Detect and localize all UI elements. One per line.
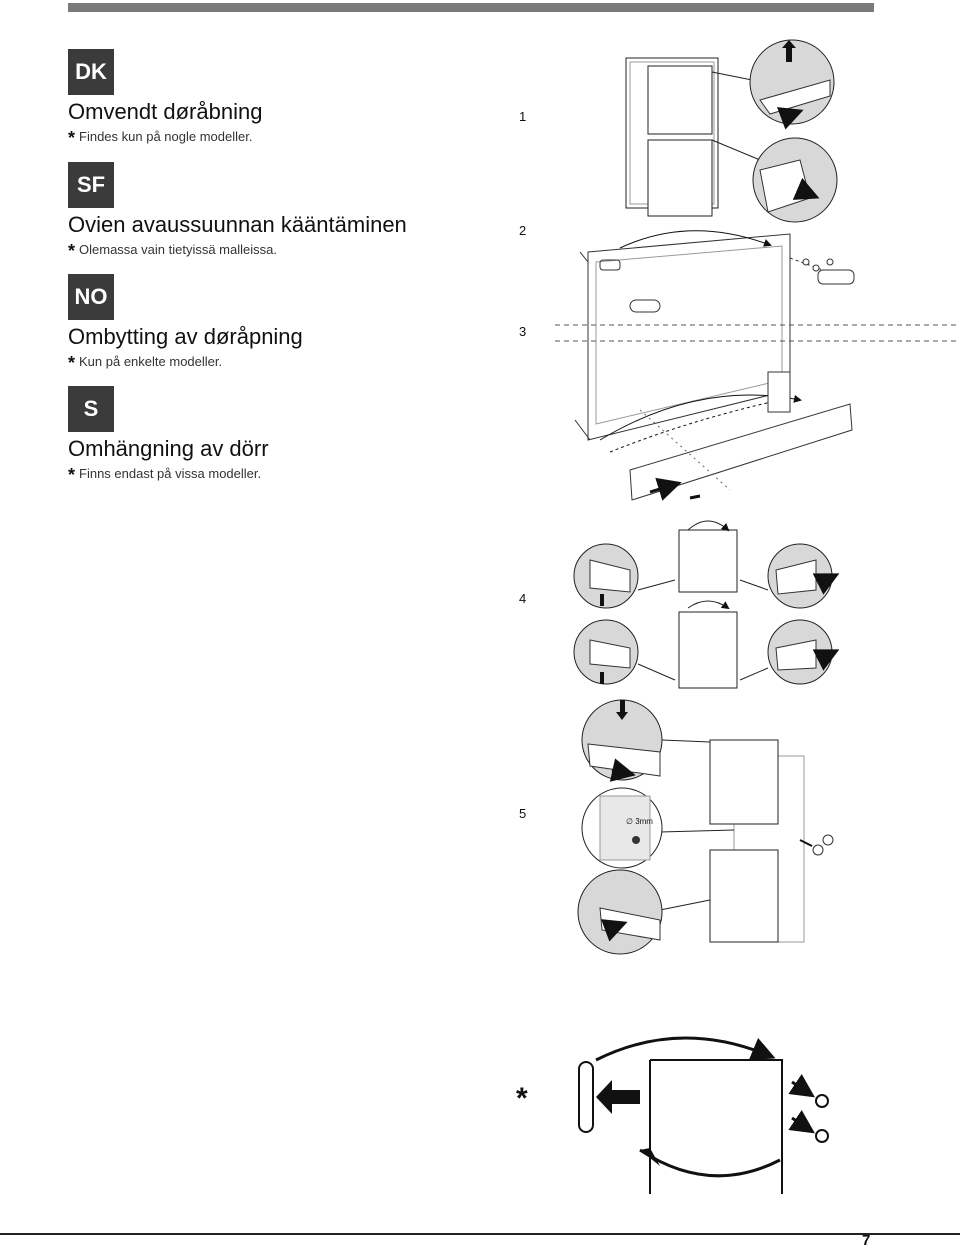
step1-detail-bottom — [752, 137, 838, 223]
door-handle-icon — [578, 1061, 594, 1133]
section-dk: DK Omvendt døråbning *Findes kun på nogl… — [68, 49, 262, 149]
section-heading: Omhängning av dörr — [68, 436, 269, 461]
asterisk-icon: * — [68, 465, 76, 485]
step5-detail-bottom — [577, 869, 663, 955]
asterisk-icon: * — [68, 353, 76, 373]
section-note: *Kun på enkelte modeller. — [68, 353, 303, 374]
step3-kickplate — [599, 371, 853, 501]
step-number-5: 5 — [519, 806, 527, 821]
language-badge: DK — [68, 49, 114, 95]
step4-detail-top-left — [573, 543, 676, 609]
asterisk-icon: * — [68, 128, 76, 148]
step5-screw-parts — [799, 834, 834, 856]
section-heading: Ovien avaussuunnan kääntäminen — [68, 212, 407, 237]
step5-detail-middle: ∅ 3mm — [581, 787, 663, 869]
section-no: NO Ombytting av døråpning *Kun på enkelt… — [68, 274, 303, 374]
section-note: *Olemassa vain tietyissä malleissa. — [68, 241, 407, 262]
note-text: Kun på enkelte modeller. — [79, 354, 223, 369]
step5-fridge — [659, 739, 805, 943]
note-text: Finns endast på vissa modeller. — [79, 466, 262, 481]
top-rule — [68, 3, 874, 12]
note-text: Findes kun på nogle modeller. — [79, 129, 253, 144]
optional-step-marker: * — [516, 1082, 528, 1115]
footer-rule — [0, 1233, 960, 1235]
section-note: *Finns endast på vissa modeller. — [68, 465, 269, 486]
screw-cap-icon — [815, 1129, 829, 1143]
step-number-3: 3 — [519, 324, 527, 339]
section-note: *Findes kun på nogle modeller. — [68, 128, 262, 149]
section-s: S Omhängning av dörr *Finns endast på vi… — [68, 386, 269, 486]
step5-detail-top — [581, 699, 663, 782]
page-number: 7 — [862, 1232, 871, 1249]
step4-detail-bottom-right — [739, 619, 840, 685]
section-sf: SF Ovien avaussuunnan kääntäminen *Olema… — [68, 162, 407, 262]
step3-separator-lines — [555, 324, 960, 342]
step1-fridge-illustration — [625, 57, 761, 217]
step-number-1: 1 — [519, 109, 527, 124]
step2-hinge-parts — [802, 258, 855, 285]
section-heading: Omvendt døråbning — [68, 99, 263, 124]
drill-size-label: ∅ 3mm — [626, 817, 653, 826]
language-badge: SF — [68, 162, 114, 208]
optional-step-handle — [578, 1036, 829, 1194]
language-badge: NO — [68, 274, 114, 320]
step4-detail-bottom-left — [573, 619, 676, 685]
step4-doors — [678, 520, 738, 689]
screw-cap-icon — [815, 1094, 829, 1108]
step-number-4: 4 — [519, 591, 527, 606]
step4-detail-top-right — [739, 543, 840, 609]
section-heading: Ombytting av døråpning — [68, 324, 303, 349]
language-badge: S — [68, 386, 114, 432]
step1-detail-top — [749, 39, 835, 130]
note-text: Olemassa vain tietyissä malleissa. — [79, 242, 277, 257]
asterisk-icon: * — [68, 241, 76, 261]
step-number-2: 2 — [519, 223, 527, 238]
